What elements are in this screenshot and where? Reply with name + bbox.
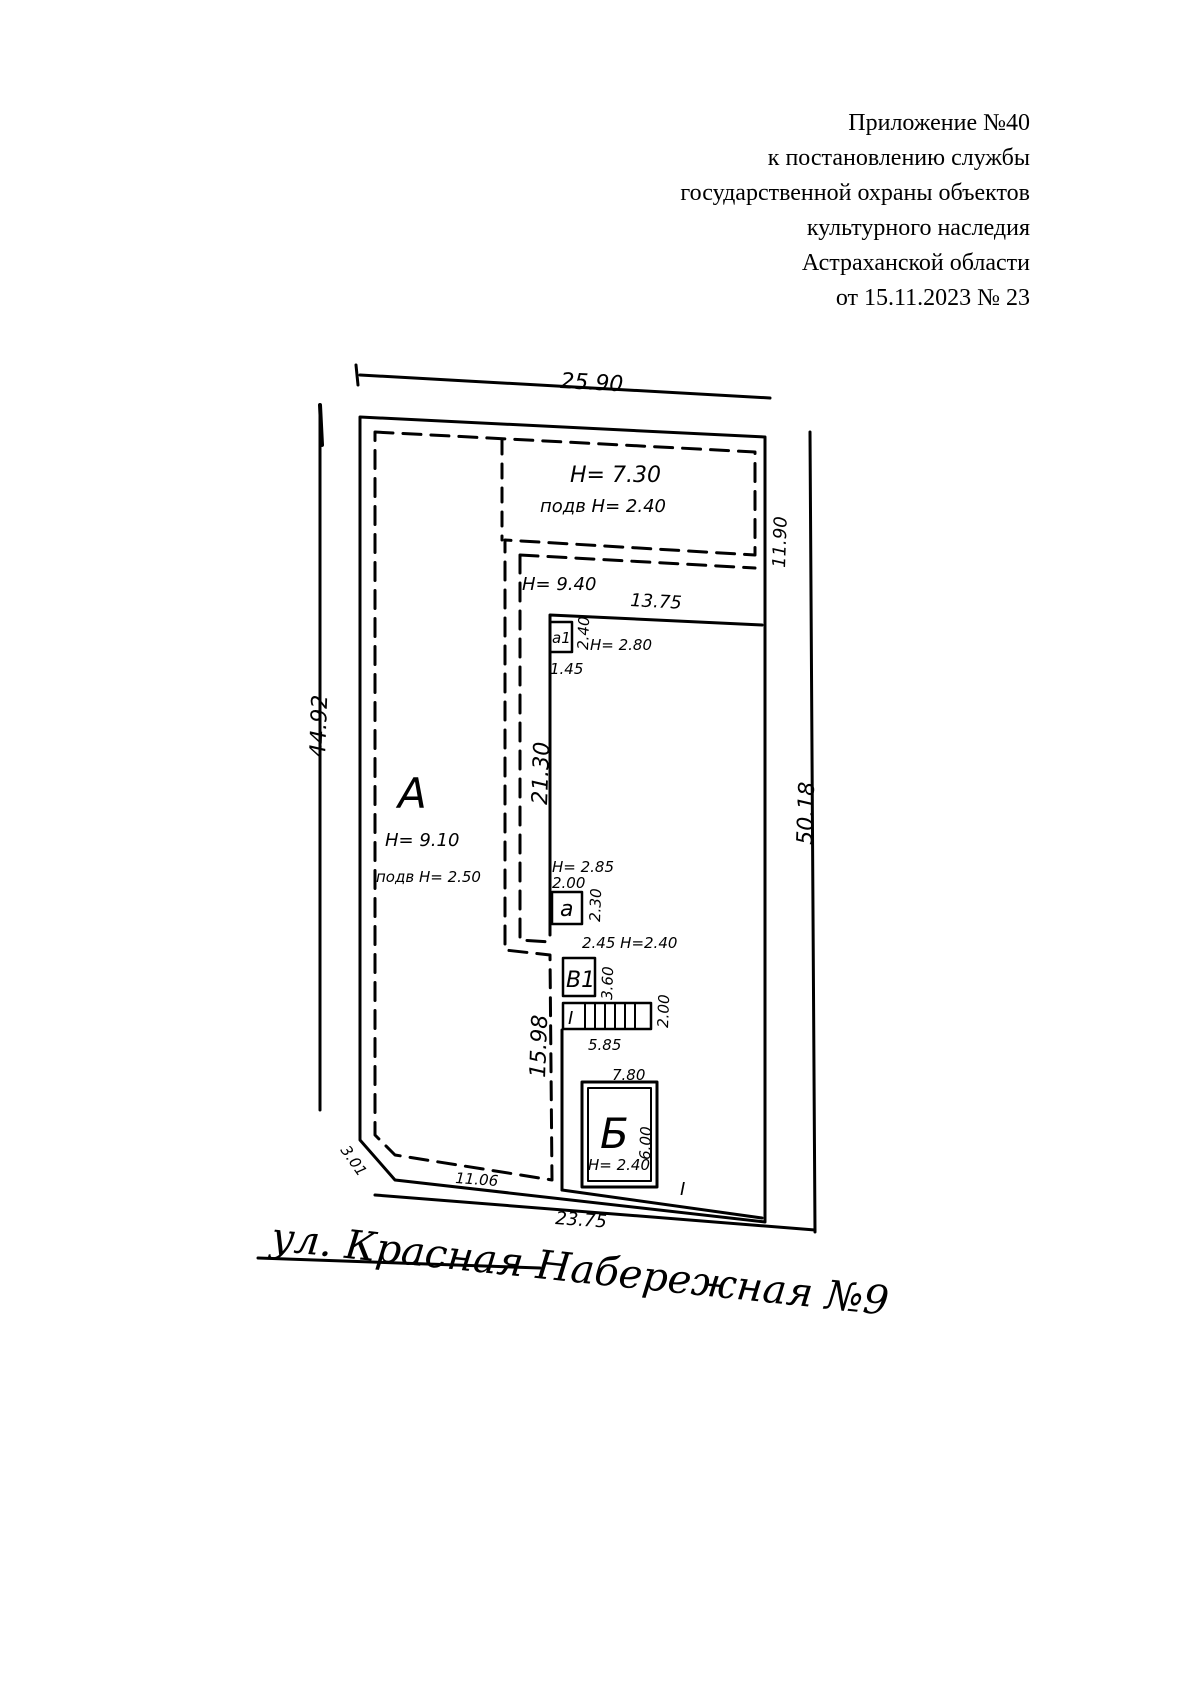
shed-b-inner <box>587 1087 652 1182</box>
dim-shed-width: 7.80 <box>612 1066 645 1084</box>
dim-tick-left-top <box>318 403 324 447</box>
dim-right-upper: 11.90 <box>769 516 792 568</box>
label-b1-letter: В1 <box>566 968 595 993</box>
label-shed-letter: Б <box>600 1109 629 1158</box>
label-a-letter: а <box>560 897 573 922</box>
dim-bottom: 23.75 <box>555 1208 608 1233</box>
header-line-appendix: Приложение №40 <box>848 110 1030 136</box>
label-a1-letter: а1 <box>552 629 571 647</box>
dim-inner-width: 13.75 <box>630 590 683 614</box>
gate-line <box>560 1188 764 1220</box>
dim-top: 25.90 <box>560 369 624 397</box>
label-porch-letter: I <box>568 1008 573 1029</box>
dim-bottom-inner: 11.06 <box>455 1169 499 1190</box>
annex-a <box>550 890 584 926</box>
lot-boundary <box>358 415 767 1224</box>
label-upper-h: H= 7.30 <box>570 463 661 488</box>
dim-inner-height: 21.30 <box>528 741 555 805</box>
dim-tick-top-left <box>354 363 360 387</box>
label-a1-d: 2.40 <box>574 616 593 650</box>
building-a-outline <box>373 430 757 1182</box>
header-line-date: от 15.11.2023 № 23 <box>835 285 1030 311</box>
label-main-basement: подв H= 2.50 <box>376 868 481 886</box>
dim-porch-width: 5.85 <box>588 1036 621 1054</box>
dim-line-bottom <box>373 1193 817 1232</box>
dim-porch-height: 2.00 <box>654 994 673 1028</box>
header-line-heritage: культурного наследия <box>806 215 1030 241</box>
courtyard-outline <box>548 613 764 937</box>
dim-right-outer: 50.18 <box>793 781 820 845</box>
label-a-h: H= 2.85 <box>552 858 614 876</box>
label-main-h: H= 9.10 <box>385 830 459 851</box>
label-a-d: 2.30 <box>586 888 605 922</box>
label-upper-basement: подв H= 2.40 <box>540 496 666 517</box>
dim-left: 44.92 <box>306 694 333 758</box>
dim-shed-height: 6.00 <box>636 1126 655 1160</box>
dim-lower-left: 15.98 <box>526 1014 553 1078</box>
annex-b1 <box>561 956 597 998</box>
header-line-region: Астраханской области <box>801 250 1030 276</box>
label-shed-h: H= 2.40 <box>588 1156 650 1174</box>
label-mid-h: H= 9.40 <box>522 574 596 595</box>
label-a1-h: H= 2.80 <box>590 636 652 654</box>
porch-i <box>561 1001 653 1031</box>
street-underline <box>256 1256 542 1270</box>
label-a1-w: 1.45 <box>550 660 583 678</box>
porch-hatching <box>584 1003 636 1029</box>
header-line-service: государственной охраны объектов <box>680 180 1030 206</box>
label-main-letter: А <box>395 769 427 818</box>
header-line-resolution: к постановлению службы <box>767 145 1030 171</box>
shed-b <box>580 1080 659 1189</box>
dim-line-right <box>808 430 817 1234</box>
dim-line-top <box>358 373 772 400</box>
annex-a1 <box>548 620 574 654</box>
label-a-w: 2.00 <box>552 874 585 892</box>
label-b1-d: 3.60 <box>598 966 617 1000</box>
document-header: Приложение №40 к постановлению службы го… <box>470 106 1030 316</box>
label-b1-dims: 2.45 H=2.40 <box>582 934 677 952</box>
building-mid-outline <box>518 553 757 944</box>
label-gate-letter: I <box>680 1179 685 1200</box>
